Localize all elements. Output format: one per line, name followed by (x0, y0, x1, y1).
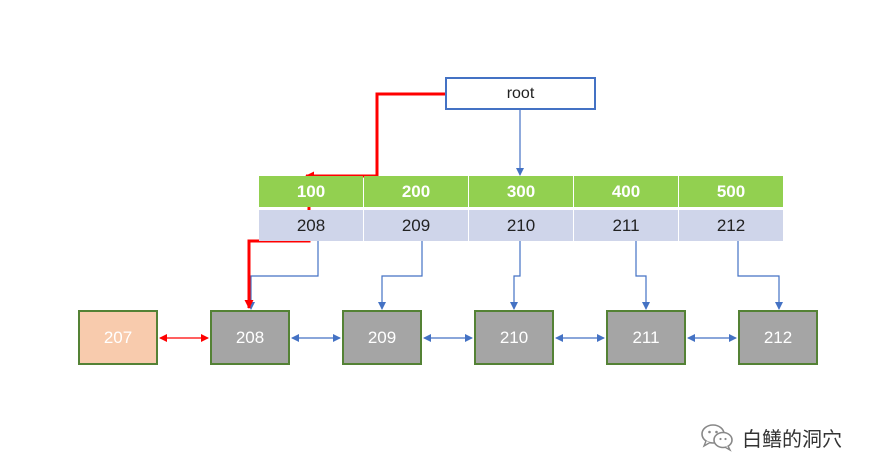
pointer-link-211 (635, 241, 650, 310)
index-pointer-cell: 212 (679, 210, 783, 241)
index-key-cell: 500 (679, 176, 783, 207)
leaf-node-previous: 207 (78, 310, 158, 365)
pointer-link-209 (378, 241, 423, 310)
index-key-cell: 100 (259, 176, 363, 207)
leaf-node: 211 (606, 310, 686, 365)
index-pointer-cell: 211 (574, 210, 678, 241)
watermark: 白鳝的洞穴 (700, 422, 842, 452)
pointer-link-210 (510, 241, 521, 310)
index-key-cell: 300 (469, 176, 573, 207)
root-node: root (445, 77, 596, 110)
index-pointer-cell: 209 (364, 210, 468, 241)
leaf-node-target: 208 (210, 310, 290, 365)
index-pointer-cell: 208 (259, 210, 363, 241)
watermark-text: 白鳝的洞穴 (742, 428, 842, 451)
wechat-icon (701, 424, 733, 452)
leaf-node: 209 (342, 310, 422, 365)
leaf-node: 210 (474, 310, 554, 365)
pointer-link-212 (737, 241, 783, 310)
index-pointer-cell: 210 (469, 210, 573, 241)
search-path-arrow (305, 92, 445, 181)
pointer-link-208 (247, 241, 319, 310)
index-key-cell: 400 (574, 176, 678, 207)
leaf-node: 212 (738, 310, 818, 365)
index-key-cell: 200 (364, 176, 468, 207)
